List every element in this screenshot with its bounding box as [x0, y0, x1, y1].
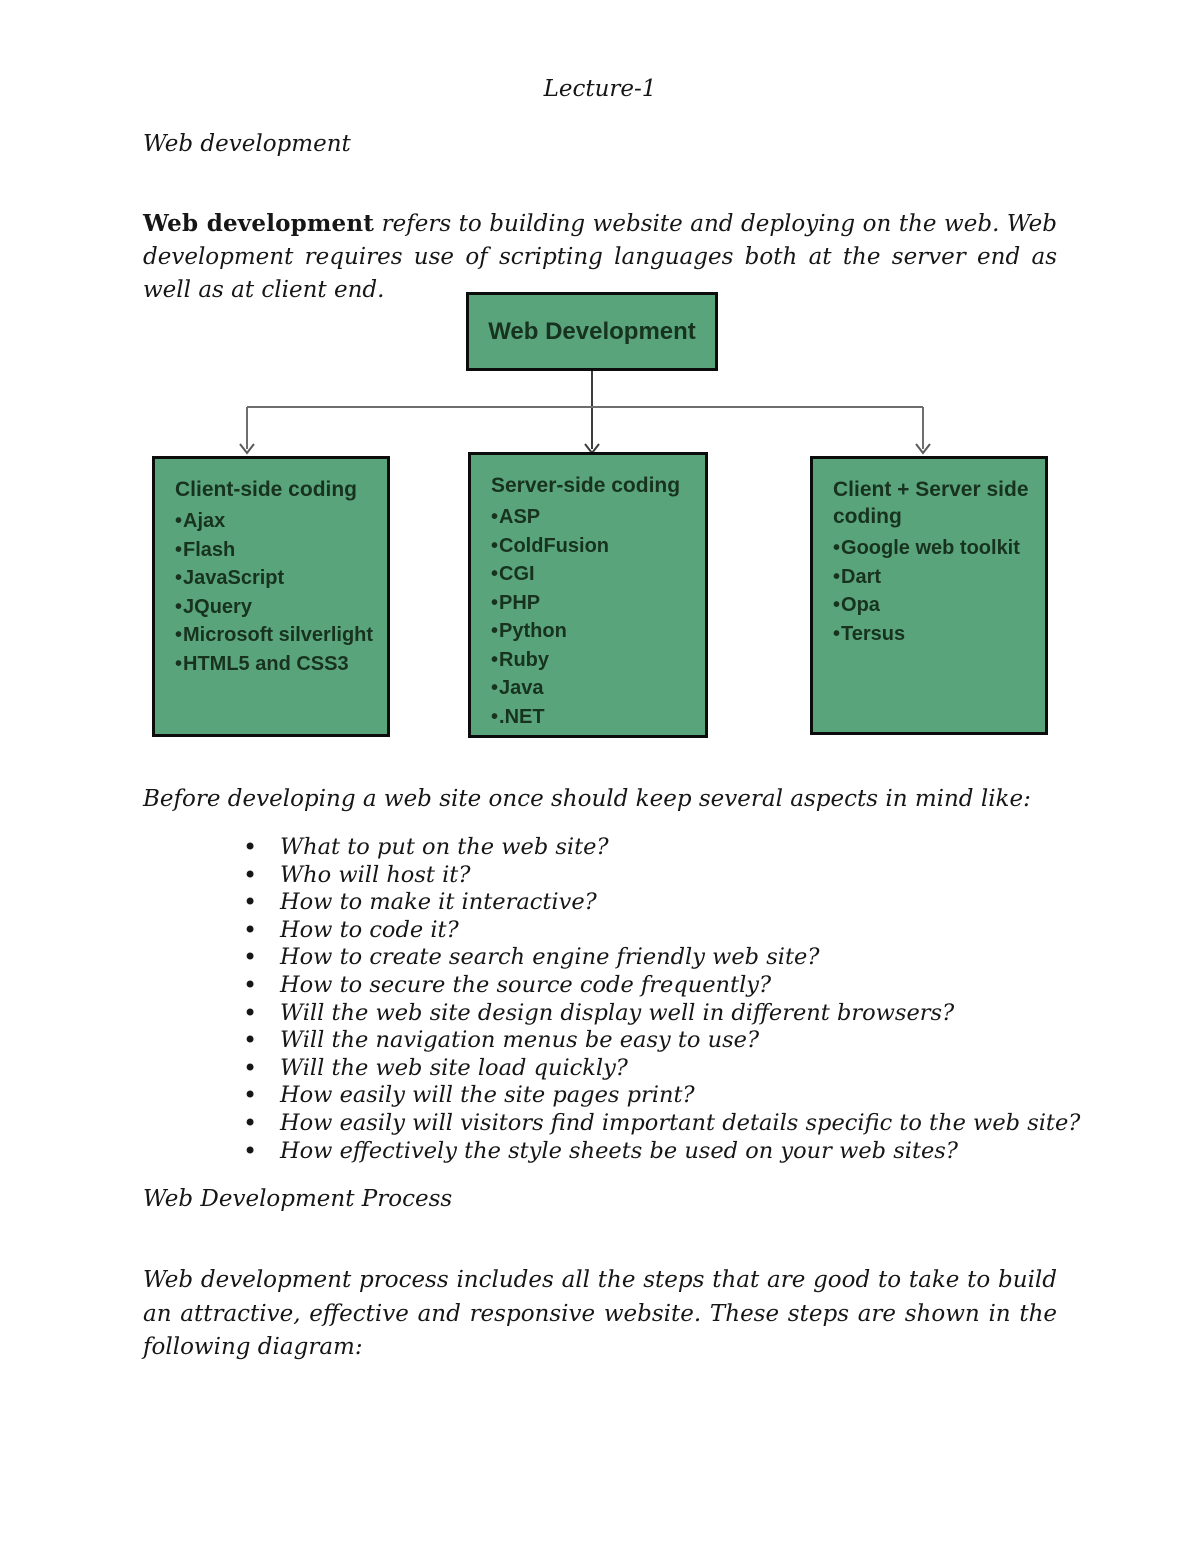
diagram-item: Microsoft silverlight: [175, 621, 377, 650]
diagram-item: Tersus: [833, 620, 1035, 649]
diagram-item: Opa: [833, 591, 1035, 620]
list-item: How to create search engine friendly web…: [243, 944, 1090, 972]
diagram-item: Google web toolkit: [833, 534, 1035, 563]
diagram-box-title: Server-side coding: [491, 474, 681, 497]
list-item: How to code it?: [243, 917, 1090, 945]
diagram-item: JavaScript: [175, 564, 377, 593]
diagram-root-label: Web Development: [488, 317, 696, 345]
list-item: How to secure the source code frequently…: [243, 972, 1090, 1000]
list-item: Will the web site design display well in…: [243, 1000, 1090, 1028]
arrowhead-down-icon: [915, 443, 931, 455]
aspects-intro-paragraph: Before developing a web site once should…: [143, 786, 1031, 812]
list-item: What to put on the web site?: [243, 834, 1090, 862]
intro-lead-bold: Web development: [143, 210, 375, 237]
diagram-item: ASP: [491, 503, 695, 532]
list-item: Will the navigation menus be easy to use…: [243, 1027, 1090, 1055]
diagram-box-title: Client + Server side coding: [833, 478, 1029, 528]
diagram-box-client-side: Client-side coding Ajax Flash JavaScript…: [152, 456, 390, 737]
diagram-item: Python: [491, 617, 695, 646]
section-heading-process: Web Development Process: [143, 1186, 453, 1212]
diagram-item: Dart: [833, 563, 1035, 592]
intro-rest: refers to building website and deploying…: [143, 211, 1058, 303]
list-item: How effectively the style sheets be used…: [243, 1138, 1090, 1166]
diagram-item: Ruby: [491, 646, 695, 675]
section-heading-web-development: Web development: [143, 131, 351, 157]
diagram-root-box: Web Development: [466, 292, 718, 371]
diagram-item: JQuery: [175, 593, 377, 622]
list-item: How to make it interactive?: [243, 889, 1090, 917]
page-title: Lecture-1: [543, 76, 657, 102]
diagram-box-title: Client-side coding: [175, 478, 358, 501]
diagram-item: Ajax: [175, 507, 377, 536]
list-item: Who will host it?: [243, 862, 1090, 890]
intro-paragraph: Web development refers to building websi…: [143, 207, 1057, 307]
diagram-box-server-side: Server-side coding ASP ColdFusion CGI PH…: [468, 452, 708, 738]
diagram-item: Java: [491, 674, 695, 703]
diagram-item: .NET: [491, 703, 695, 732]
diagram-item: ColdFusion: [491, 532, 695, 561]
diagram-box-client-server-side: Client + Server side coding Google web t…: [810, 456, 1048, 735]
diagram-item: PHP: [491, 589, 695, 618]
arrowhead-down-icon: [239, 443, 255, 455]
aspects-bullet-list: What to put on the web site? Who will ho…: [243, 834, 1090, 1165]
diagram-item: CGI: [491, 560, 695, 589]
list-item: How easily will visitors find important …: [243, 1110, 1090, 1138]
diagram-item: Flash: [175, 536, 377, 565]
diagram-item: HTML5 and CSS3: [175, 650, 377, 679]
list-item: How easily will the site pages print?: [243, 1082, 1090, 1110]
list-item: Will the web site load quickly?: [243, 1055, 1090, 1083]
process-paragraph: Web development process includes all the…: [143, 1267, 1057, 1360]
